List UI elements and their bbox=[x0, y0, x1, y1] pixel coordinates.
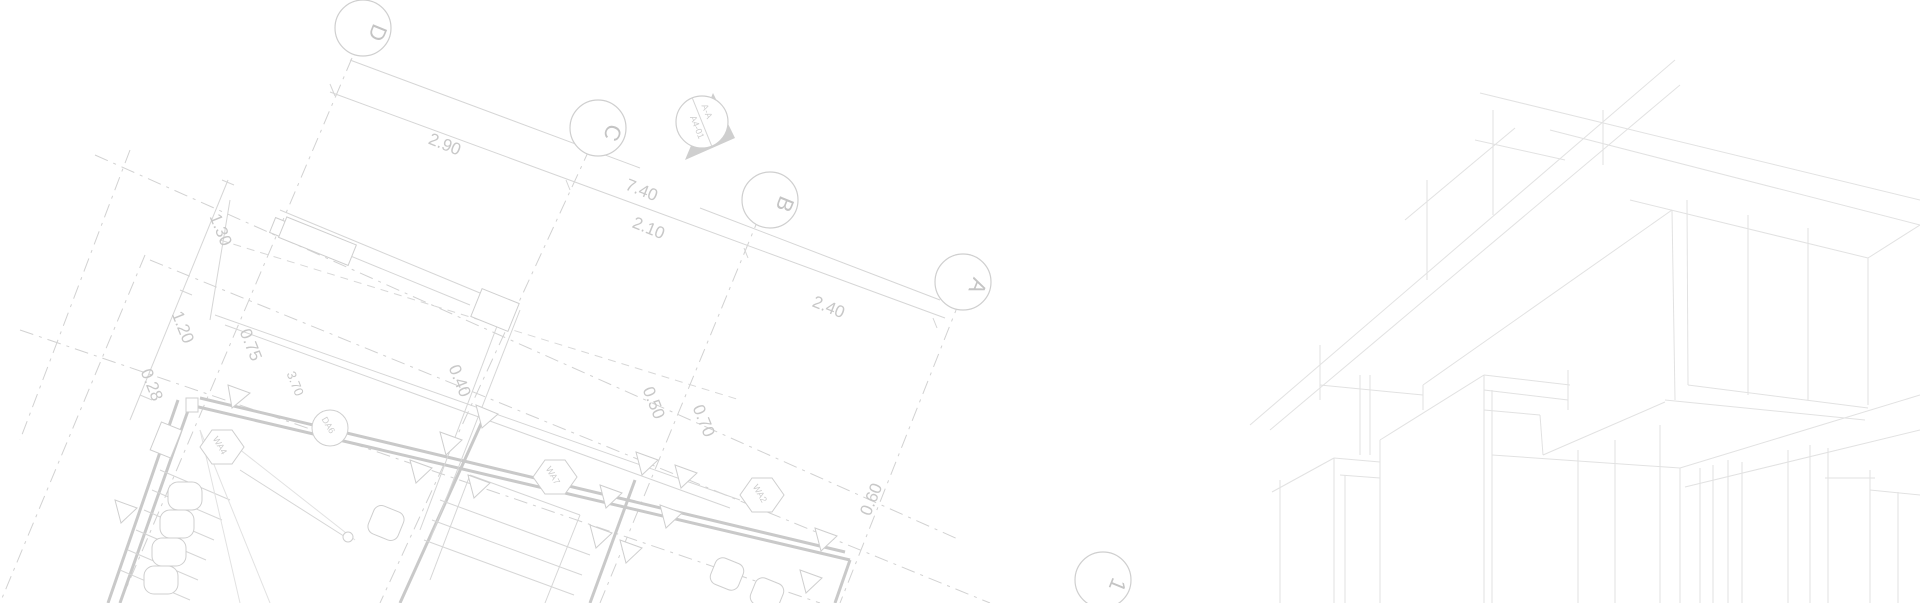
svg-text:0.40: 0.40 bbox=[445, 362, 475, 400]
perspective-sketch bbox=[1249, 59, 1920, 603]
svg-text:0.28: 0.28 bbox=[137, 366, 167, 404]
grid-bubble-a: A bbox=[934, 253, 992, 311]
svg-text:1.20: 1.20 bbox=[168, 308, 198, 346]
grid-bubble-c: C bbox=[569, 99, 627, 157]
chair-icons bbox=[143, 481, 785, 603]
grid-bubble-d: D bbox=[334, 0, 392, 57]
grid-bubble-1: 1 bbox=[1074, 551, 1132, 603]
floor-plan: WA4 WA7 WA2 DA6 2.90 7.40 2.10 2.40 1.30… bbox=[0, 0, 1132, 603]
svg-text:0.60: 0.60 bbox=[856, 480, 886, 518]
svg-text:2.90: 2.90 bbox=[426, 129, 464, 159]
svg-text:1.30: 1.30 bbox=[206, 211, 236, 249]
svg-text:7.40: 7.40 bbox=[623, 175, 661, 205]
svg-text:2.10: 2.10 bbox=[630, 213, 668, 243]
stair-treads-center bbox=[423, 474, 591, 603]
svg-text:0.70: 0.70 bbox=[689, 402, 719, 440]
grid-bubble-b: B bbox=[741, 171, 799, 229]
svg-text:3.70: 3.70 bbox=[284, 369, 307, 398]
elevation-markers bbox=[114, 384, 838, 594]
section-marker: A-A A4-01 bbox=[675, 93, 735, 160]
svg-text:2.40: 2.40 bbox=[810, 292, 848, 322]
svg-text:0.50: 0.50 bbox=[639, 384, 669, 422]
wall-type-tags: WA4 WA7 WA2 DA6 bbox=[199, 409, 785, 513]
